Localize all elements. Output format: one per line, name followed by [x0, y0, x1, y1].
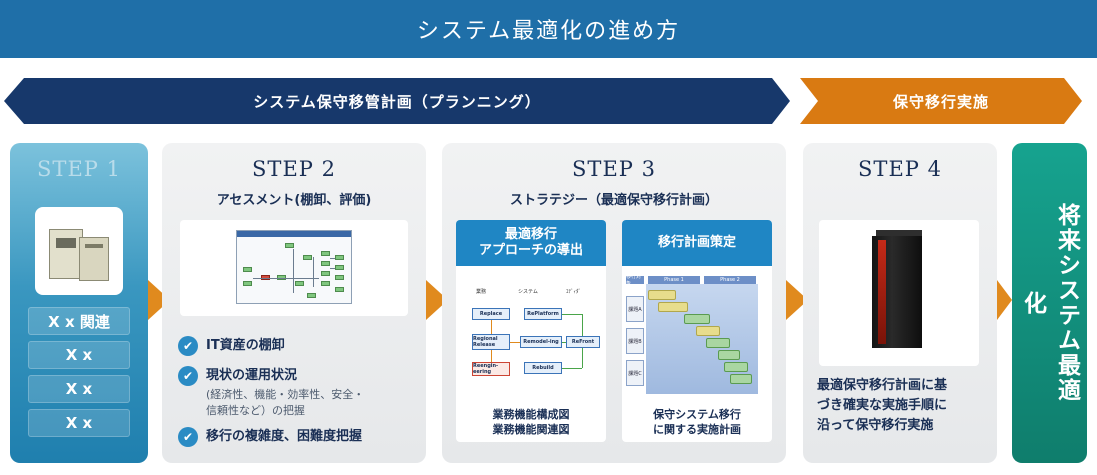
step3-title: STEP 3 — [572, 157, 656, 181]
migration-gantt-chart: 移行対象 Phase 1 Phase 2 課題A 課題B 課題C — [626, 274, 768, 396]
step3-subtitle: ストラテジー（最適保守移行計画） — [509, 193, 718, 208]
server-tower-card — [819, 220, 979, 366]
approach-caption: 業務機能構成図 — [492, 408, 570, 421]
step1-item: X x 関連 — [28, 307, 130, 335]
checklist-item: ✔ 現状の運用状況 — [178, 366, 297, 386]
server-tower-icon — [872, 230, 922, 348]
legacy-server-illustration — [35, 207, 123, 295]
approach-header: 最適移行 アプローチの導出 — [456, 220, 606, 266]
step2-title: STEP 2 — [252, 157, 336, 181]
plan-caption: に関する実施計画 — [653, 423, 741, 436]
server-unit-icon — [49, 229, 83, 279]
step4-description: 最適保守移行計画に基 づき確実な実施手順に 沿って保守移行実施 — [817, 378, 948, 433]
checklist-subtext: 信頼性など）の把握 — [206, 404, 305, 417]
execution-phase-label: 保守移行実施 — [892, 92, 989, 111]
step1-panel: STEP 1 X x 関連 X x X x X x — [10, 143, 148, 463]
step1-item: X x — [28, 375, 130, 403]
checklist-subtext: (経済性、機能・効率性、安全・ — [206, 388, 365, 401]
step4-panel: STEP 4 最適保守移行計画に基 づき確実な実施手順に 沿って保守移行実施 — [803, 143, 997, 463]
step-connector-arrow — [997, 280, 1012, 320]
approach-caption: 業務機能関連図 — [492, 423, 570, 436]
planning-phase-label: システム保守移管計画（プランニング） — [253, 92, 541, 111]
approach-card: 最適移行 アプローチの導出 業務 システム ｴﾃﾞｨﾀﾞ Replace ReP… — [456, 220, 606, 442]
step4-title: STEP 4 — [858, 157, 942, 181]
checklist-item: ✔ IT資産の棚卸 — [178, 336, 285, 356]
step2-panel: STEP 2 アセスメント(棚卸、評価) — [162, 143, 426, 463]
check-icon: ✔ — [178, 336, 198, 356]
business-function-diagram: 業務 システム ｴﾃﾞｨﾀﾞ Replace RePlatform Region… — [462, 288, 600, 378]
title-bar: システム最適化の進め方 — [0, 0, 1097, 58]
plan-caption: 保守システム移行 — [653, 408, 741, 421]
checklist-item: ✔ 移行の複雑度、困難度把握 — [178, 427, 362, 447]
check-icon: ✔ — [178, 427, 198, 447]
step2-subtitle: アセスメント(棚卸、評価) — [216, 193, 372, 208]
check-icon: ✔ — [178, 366, 198, 386]
server-unit-icon — [79, 237, 109, 281]
plan-card: 移行計画策定 移行対象 Phase 1 Phase 2 課題A 課題B 課題C … — [622, 220, 772, 442]
window-titlebar — [237, 231, 351, 237]
final-label: 将来システム最適化 — [1019, 203, 1080, 403]
planning-phase-arrow: システム保守移管計画（プランニング） — [4, 78, 790, 124]
step1-item: X x — [28, 409, 130, 437]
assessment-screenshot — [236, 230, 352, 304]
page-title: システム最適化の進め方 — [416, 19, 681, 44]
final-optimization-panel: 将来システム最適化 — [1012, 143, 1087, 463]
execution-phase-arrow: 保守移行実施 — [800, 78, 1082, 124]
plan-header: 移行計画策定 — [622, 220, 772, 266]
step1-item: X x — [28, 341, 130, 369]
assessment-screenshot-card — [180, 220, 408, 316]
step1-title: STEP 1 — [37, 157, 121, 181]
step3-panel: STEP 3 ストラテジー（最適保守移行計画） 最適移行 アプローチの導出 業務… — [442, 143, 786, 463]
